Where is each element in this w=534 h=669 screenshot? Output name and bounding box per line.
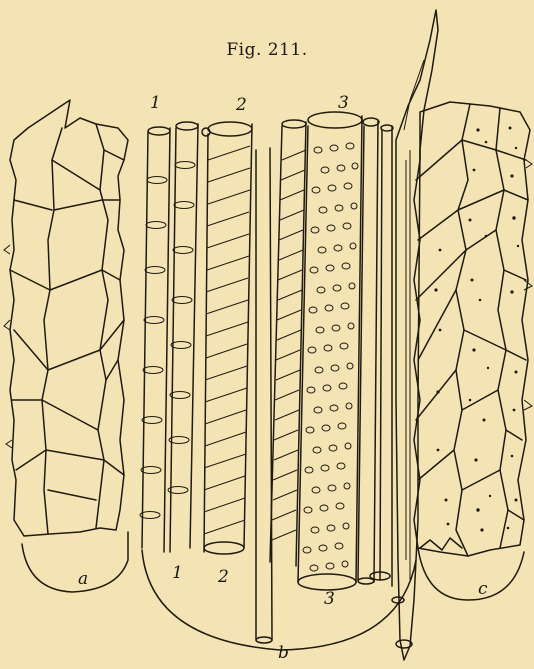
region-brackets [22,532,524,650]
label-region-b: b [278,643,289,663]
label-vessel-1-bottom: 1 [172,563,183,583]
bracket-a [22,532,128,592]
label-vessel-3-top: 3 [338,93,349,113]
elongated-fibres [358,10,438,660]
right-parenchyma-cells [414,102,532,556]
spiral-vessel-2 [202,122,252,554]
label-vessel-2-bottom: 2 [217,567,229,587]
cell-granules [434,127,519,532]
scalariform-vessel [270,120,306,566]
annular-vessel-1 [140,122,198,552]
label-region-a: a [78,569,88,589]
label-vessel-3-bottom: 3 [324,589,335,609]
spiral-thickenings [204,146,250,534]
left-parenchyma-cells [4,100,128,536]
label-vessel-1-top: 1 [150,93,161,113]
thin-fibre [256,148,272,643]
pitted-vessel-3 [298,112,362,590]
label-region-c: c [478,579,488,599]
bracket-b [142,550,416,650]
bordered-pits [303,143,358,571]
label-vessel-2-top: 2 [235,95,247,115]
